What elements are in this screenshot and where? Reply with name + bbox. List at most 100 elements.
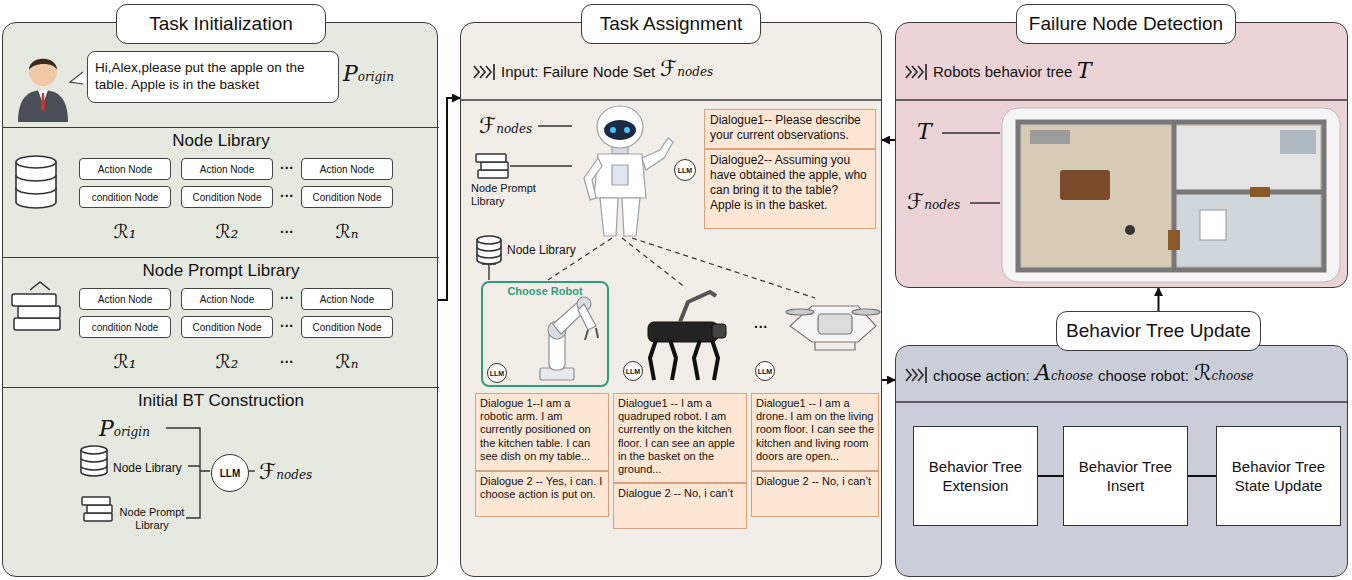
condition-node: Condition Node: [301, 186, 393, 208]
math-symbol: ℱnodes: [660, 56, 713, 82]
robot-symbol: ℛ₂: [181, 350, 273, 372]
person-icon: [18, 90, 68, 122]
panel-title: Behavior Tree Update: [1056, 311, 1261, 351]
quadruped-robot: [650, 340, 718, 380]
connector-arrow: [1188, 475, 1216, 477]
bubble-tail-cover: [83, 73, 86, 83]
database-icon: [477, 236, 501, 244]
stage-panel: Failure Node DetectionRobots behavior tr…: [895, 22, 1348, 288]
books-icon: [481, 162, 508, 170]
room-floor-plan: [1030, 130, 1070, 144]
ellipsis: ···: [749, 319, 773, 335]
quadruped-robot: [712, 324, 726, 338]
node-text: Action Node: [200, 294, 254, 305]
humanoid-robot: [584, 158, 602, 200]
text-label: Node Prompt Library: [471, 182, 543, 207]
text-label: Robots behavior tree: [933, 63, 1072, 80]
database-icon: [16, 156, 501, 476]
room-floor-plan: [1002, 108, 1340, 282]
room-floor-plan: [1125, 225, 1135, 235]
node-text: Dialogue 2 -- Yes, i can. I choose actio…: [480, 475, 604, 501]
dialogue-box: Dialogue 1--I am a robotic arm. I am cur…: [475, 393, 609, 471]
robot-symbol: ℛₙ: [301, 350, 393, 372]
dashed-link: [632, 238, 815, 298]
books-icon: [30, 282, 50, 290]
node-text: Node Prompt Library: [3, 258, 439, 281]
room-floor-plan: [1168, 230, 1180, 250]
panel-background: [896, 23, 1347, 287]
room-floor-plan: [1022, 126, 1172, 266]
drone: [815, 342, 855, 350]
panel-background: [3, 23, 1347, 576]
books-icon: [18, 306, 60, 318]
humanoid-robot: [584, 106, 673, 236]
robotic-arm: [578, 304, 596, 330]
database-icon: [81, 446, 107, 454]
humanoid-robot: [594, 154, 646, 198]
node-text: LLM: [626, 368, 640, 375]
node-text: LLM: [678, 167, 692, 174]
connector-arrow: [882, 379, 895, 381]
node-text: condition Node: [92, 192, 159, 203]
node-text: Action Node: [320, 294, 374, 305]
math-symbol: ℱnodes: [907, 189, 960, 215]
stage-panel: Task AssignmentLLMDialogue1-- Please des…: [460, 22, 882, 577]
action-node: Action Node: [301, 288, 393, 310]
process-box: Behavior Tree Insert: [1063, 426, 1188, 526]
dialogue-box: Dialogue 2 -- No, i can’t: [751, 471, 879, 517]
math-symbol: Achoose: [1035, 360, 1093, 386]
separator-line: [461, 100, 1347, 402]
action-node: Action Node: [181, 158, 273, 180]
node-text: Behavior Tree Insert: [1068, 457, 1183, 496]
connector-arrow: [1038, 475, 1063, 477]
node-text: Dialogue1-- Please describe your current…: [710, 113, 870, 143]
choose-robot-box: Choose RobotLLM: [481, 281, 609, 387]
database-icon: [81, 458, 107, 470]
database-icon: [16, 162, 56, 208]
robot-symbol: ℛ₁: [79, 220, 171, 242]
action-node: Action Node: [79, 288, 171, 310]
leader-line: [248, 470, 255, 471]
text-label: choose action:: [933, 367, 1030, 384]
panel-title: Task Assignment: [581, 4, 761, 44]
llm-circle: LLM: [674, 159, 696, 181]
leader-line: [166, 126, 1000, 518]
node-text: Dialogue1 -- I am a quadruped robot. I a…: [618, 397, 742, 476]
dashed-link: [548, 238, 815, 298]
text-label: Node Library: [507, 243, 576, 257]
room-floor-plan: [1200, 210, 1226, 240]
panel-background: [461, 23, 881, 576]
room-floor-plan: [1060, 170, 1110, 200]
node-text: Hi,Alex,please put the apple on the tabl…: [95, 60, 331, 94]
condition-node: condition Node: [79, 316, 171, 338]
math-symbol: Porigin: [99, 416, 150, 442]
process-box: Behavior Tree Extension: [913, 426, 1038, 526]
process-box: Behavior Tree State Update: [1216, 426, 1341, 526]
node-text: Condition Node: [193, 192, 262, 203]
math-symbol: T: [1077, 58, 1092, 84]
books-icon: [84, 513, 112, 521]
robotic-arm: [585, 328, 598, 340]
node-text: Initial BT Construction: [3, 388, 439, 411]
connector-arrow: [438, 98, 460, 300]
node-text: Dialogue 1--I am a robotic arm. I am cur…: [480, 397, 604, 463]
node-text: Condition Node: [193, 322, 262, 333]
room-floor-plan: [1250, 187, 1270, 197]
input-chevron: [474, 64, 494, 80]
person-icon: [29, 59, 57, 70]
text-label: choose robot:: [1098, 367, 1189, 384]
panel-title: Task Initialization: [116, 4, 326, 44]
stage-panel: Task InitializationHi,Alex,please put th…: [2, 22, 438, 577]
drone: [786, 306, 880, 350]
library-section: Node Prompt LibraryAction Node condition …: [3, 257, 439, 387]
bubble-tail: [70, 72, 83, 84]
action-node: Action Node: [301, 158, 393, 180]
llm-circle: LLM: [623, 361, 643, 381]
robot-symbol: ℛ₂: [181, 220, 273, 242]
node-text: Dialogue2-- Assuming you have obtained t…: [710, 153, 870, 213]
panel-background: [3, 23, 437, 576]
input-chevron: [474, 64, 926, 383]
separator-line: [461, 99, 881, 101]
node-text: LLM: [220, 468, 241, 479]
robot-symbol: ℛ₁: [79, 350, 171, 372]
